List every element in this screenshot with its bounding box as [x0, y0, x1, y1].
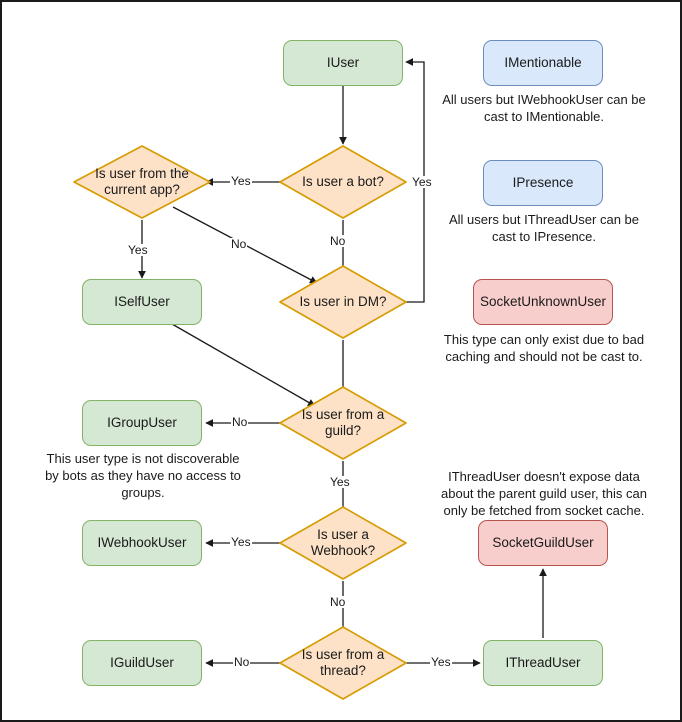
node-iselfuser[interactable]: ISelfUser	[82, 279, 202, 325]
edge-label-webhook-yes: Yes	[230, 535, 252, 549]
node-is-webhook[interactable]: Is user a Webhook?	[278, 505, 408, 581]
is-dm-diamond-shape	[279, 265, 407, 339]
node-ithreaduser-label: IThreadUser	[505, 654, 581, 670]
node-is-guild[interactable]: Is user from a guild?	[278, 385, 408, 461]
node-ipresence[interactable]: IPresence	[483, 160, 603, 206]
node-imentionable[interactable]: IMentionable	[483, 40, 603, 86]
caption-igroupuser: This user type is not discoverable by bo…	[45, 451, 241, 501]
node-socketguilduser-label: SocketGuildUser	[492, 534, 594, 550]
node-ipresence-label: IPresence	[512, 174, 574, 190]
node-imentionable-label: IMentionable	[504, 54, 582, 70]
node-is-current-app-label: Is user from the current app?	[95, 165, 189, 197]
node-igroupuser-label: IGroupUser	[107, 414, 177, 430]
node-iselfuser-label: ISelfUser	[114, 293, 170, 309]
node-is-thread-label: Is user from a thread?	[301, 646, 385, 678]
caption-imentionable: All users but IWebhookUser can be cast t…	[442, 92, 646, 125]
node-is-webhook-label: Is user a Webhook?	[310, 526, 376, 558]
edge-label-thread-no: No	[233, 655, 251, 669]
node-is-dm[interactable]: Is user in DM?	[278, 264, 408, 340]
node-is-bot[interactable]: Is user a bot?	[278, 144, 408, 220]
node-is-thread[interactable]: Is user from a thread?	[278, 625, 408, 701]
is-guild-diamond-shape	[279, 386, 407, 460]
node-ithreaduser[interactable]: IThreadUser	[483, 640, 603, 686]
is-webhook-diamond-shape	[279, 506, 407, 580]
node-is-bot-label: Is user a bot?	[302, 173, 384, 189]
node-socketunknownuser-label: SocketUnknownUser	[479, 293, 607, 309]
edge-label-guild-no: No	[231, 415, 249, 429]
node-igroupuser[interactable]: IGroupUser	[82, 400, 202, 446]
is-current-app-diamond-shape	[73, 145, 211, 219]
node-iuser[interactable]: IUser	[283, 40, 403, 86]
edge-label-webhook-no: No	[329, 595, 347, 609]
edge-label-bot-no: No	[329, 234, 347, 248]
node-iuser-label: IUser	[326, 54, 360, 70]
edge-label-bot-yes: Yes	[230, 174, 252, 188]
is-bot-diamond-shape	[279, 145, 407, 219]
caption-socketunknownuser: This type can only exist due to bad cach…	[443, 332, 645, 365]
node-iguilduser-label: IGuildUser	[110, 654, 174, 670]
node-iwebhookuser-label: IWebhookUser	[97, 534, 187, 550]
caption-ipresence: All users but IThreadUser can be cast to…	[448, 212, 640, 245]
edge-label-dm-yes: Yes	[411, 175, 433, 189]
node-iwebhookuser[interactable]: IWebhookUser	[82, 520, 202, 566]
edge-label-app-yes: Yes	[127, 243, 149, 257]
is-thread-diamond-shape	[279, 626, 407, 700]
edge-label-thread-yes: Yes	[430, 655, 452, 669]
edge-label-app-no: No	[230, 237, 248, 251]
edge-label-guild-yes: Yes	[329, 475, 351, 489]
caption-socketguilduser: IThreadUser doesn't expose data about th…	[441, 469, 647, 519]
node-is-guild-label: Is user from a guild?	[301, 406, 385, 438]
node-socketunknownuser[interactable]: SocketUnknownUser	[473, 279, 613, 325]
node-is-dm-label: Is user in DM?	[299, 293, 387, 309]
node-socketguilduser[interactable]: SocketGuildUser	[478, 520, 608, 566]
node-iguilduser[interactable]: IGuildUser	[82, 640, 202, 686]
node-is-current-app[interactable]: Is user from the current app?	[72, 144, 212, 220]
